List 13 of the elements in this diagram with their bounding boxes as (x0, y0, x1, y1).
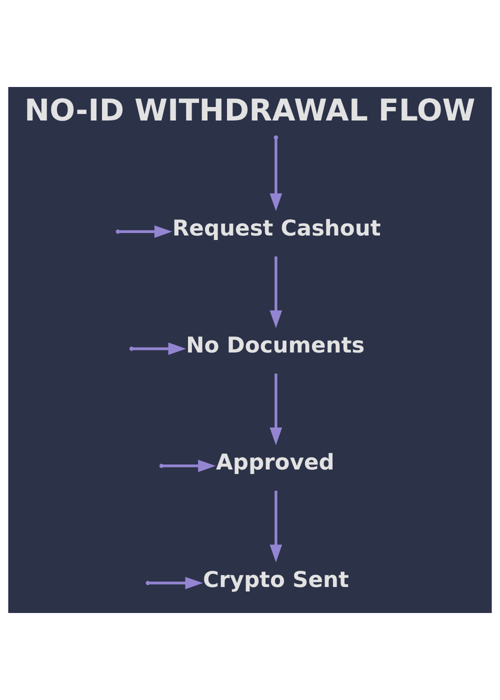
node-text: No Documents (186, 334, 365, 359)
node-text: Crypto Sent (203, 568, 349, 593)
arrow (270, 139, 282, 212)
arrow (270, 256, 282, 328)
arrow (150, 576, 203, 590)
arrow (120, 225, 172, 238)
arrow (270, 490, 282, 562)
node-text: Approved (216, 450, 334, 476)
arrow (270, 374, 282, 446)
node-text: Request Cashout (172, 216, 381, 242)
diagram-title: NO-ID WITHDRAWAL FLOW (24, 94, 476, 129)
arrow (163, 460, 216, 472)
arrow (133, 342, 186, 355)
